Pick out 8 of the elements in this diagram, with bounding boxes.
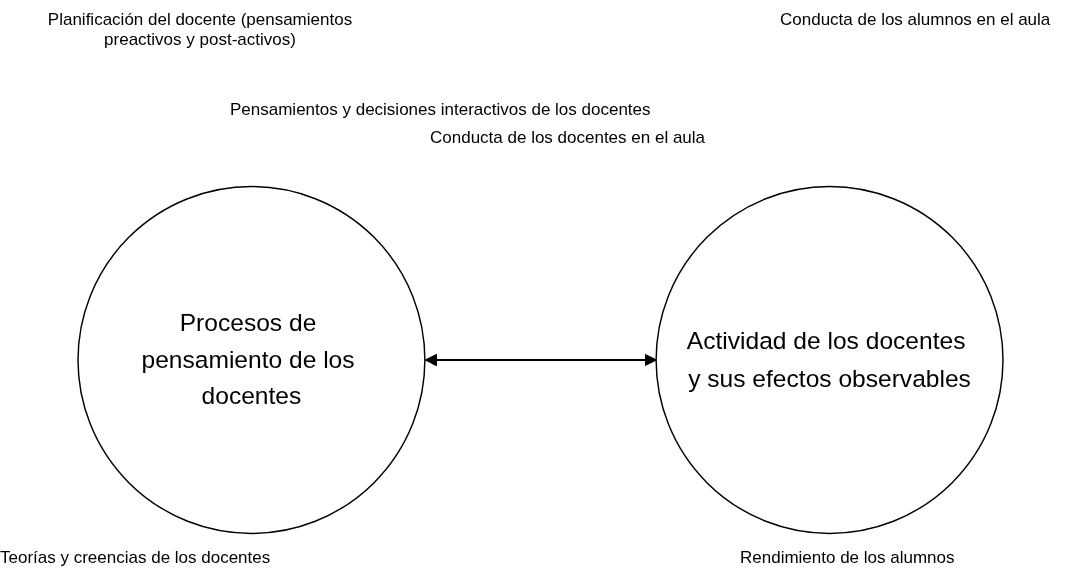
circle-node: Procesos de pensamiento de los docentes — [77, 185, 426, 535]
note-text: Rendimiento de los alumnos — [740, 548, 955, 568]
note-text: Planificación del docente (pensamientos preactivos y post-activos) — [46, 10, 354, 50]
circle-node: Actividad de los docentes y sus efectos observables — [655, 185, 1004, 535]
note-text: Pensamientos y decisiones interactivos de los docentes — [230, 100, 651, 120]
note-text: Conducta de los docentes en el aula — [430, 128, 706, 148]
note-text: Teorías y creencias de los docentes — [0, 548, 271, 568]
note-text: Conducta de los alumnos en el aula — [780, 10, 1051, 30]
